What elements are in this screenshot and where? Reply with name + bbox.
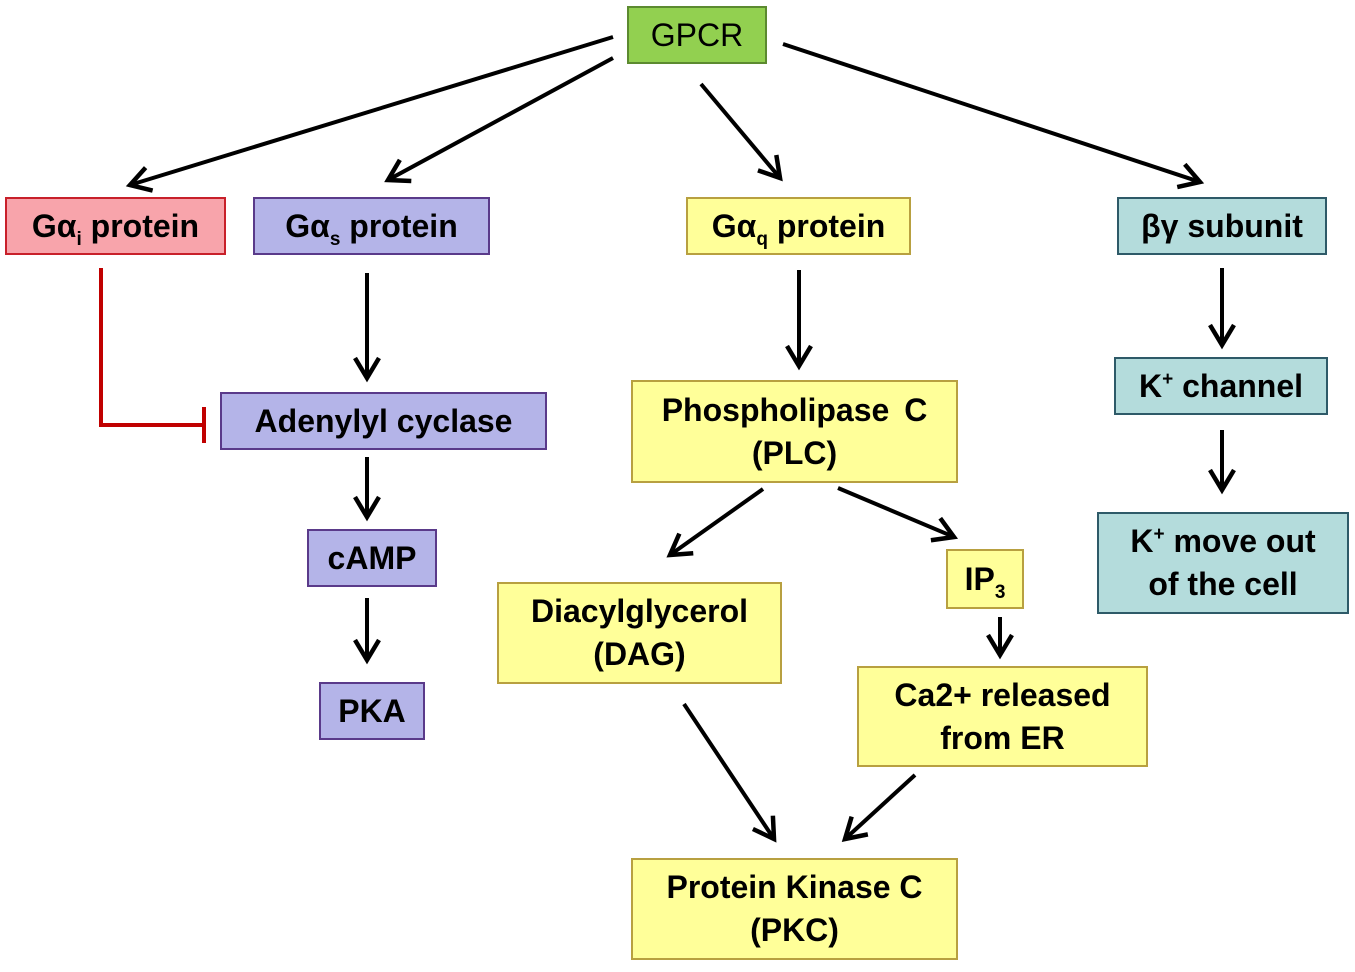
kch-sup: + <box>1162 368 1174 390</box>
ac-label: Adenylyl cyclase <box>254 402 513 439</box>
arrowhead-plc-to-ip3 <box>930 516 959 543</box>
arrow-ca-to-pkc <box>845 773 917 839</box>
node-diacylglycerol: Diacylglycerol (DAG) <box>497 582 782 684</box>
node-camp: cAMP <box>307 529 437 587</box>
kout-sup: + <box>1153 524 1165 545</box>
node-gpcr: GPCR <box>627 6 767 64</box>
gq-post: protein <box>767 207 886 244</box>
node-pka: PKA <box>319 682 425 740</box>
ca-line1: Ca2+ released <box>894 676 1111 713</box>
inhibition-line-gi-to-adenylyl-cyclase <box>99 268 203 427</box>
gi-label: Gαi protein <box>31 205 200 250</box>
ip3-label: IP3 <box>964 558 1006 603</box>
node-g-alpha-i: Gαi protein <box>5 197 226 255</box>
ca-line2: from ER <box>940 719 1065 756</box>
ip3-sub: 3 <box>994 581 1006 603</box>
kout-line1: K+ move out <box>1130 520 1315 563</box>
node-k-channel: K+ channel <box>1114 357 1328 415</box>
node-protein-kinase-c: Protein Kinase C (PKC) <box>631 858 958 960</box>
kch-label: K+ channel <box>1139 365 1303 408</box>
arrow-gpcr-to-bg <box>782 42 1198 183</box>
arrowhead-dag-to-pkc <box>751 815 777 843</box>
kout-post: move out <box>1164 523 1316 559</box>
pkc-line1: Protein Kinase C <box>666 869 923 905</box>
dag-line1: Diacylglycerol <box>531 593 748 629</box>
arrowhead-plc-to-dag <box>666 532 694 558</box>
node-adenylyl-cyclase: Adenylyl cyclase <box>220 392 547 450</box>
plc-line1: Phospholipase C <box>661 391 928 428</box>
node-ip3: IP3 <box>946 549 1024 609</box>
dag-line2: (DAG) <box>593 636 686 672</box>
kout-pre: K <box>1130 523 1154 559</box>
arrowhead-gq-to-plc <box>785 344 813 371</box>
arrowhead-bg-to-kch <box>1208 323 1236 350</box>
kch-post: channel <box>1173 367 1304 404</box>
arrowhead-gpcr-to-bg <box>1176 162 1205 190</box>
gs-pre: Gα <box>285 207 330 244</box>
arrowhead-ac-to-camp <box>353 495 381 522</box>
pkc-line2: (PKC) <box>750 912 839 948</box>
arrowhead-gpcr-to-gq <box>757 154 783 182</box>
ip3-pre: IP <box>964 560 995 597</box>
arrowhead-gs-to-ac <box>353 356 381 383</box>
node-beta-gamma-subunit: βγ subunit <box>1117 197 1327 255</box>
node-phospholipase-c: Phospholipase C (PLC) <box>631 380 958 483</box>
arrowhead-ca-to-pkc <box>841 816 869 842</box>
gq-sub: q <box>756 228 768 250</box>
arrow-dag-to-pkc <box>682 702 774 838</box>
arrow-gpcr-to-gi <box>132 35 614 187</box>
arrow-gpcr-to-gq <box>699 82 780 177</box>
gs-sub: s <box>329 228 341 250</box>
gi-post: protein <box>81 207 200 244</box>
camp-label: cAMP <box>327 539 417 576</box>
arrow-plc-to-dag <box>671 487 765 555</box>
kch-pre: K <box>1138 367 1163 404</box>
gq-pre: Gα <box>711 207 757 244</box>
kout-line2: of the cell <box>1148 566 1298 602</box>
arrow-plc-to-ip3 <box>837 486 953 538</box>
gi-pre: Gα <box>31 207 77 244</box>
arrow-gpcr-to-gs <box>389 56 614 181</box>
arrowhead-ip3-to-ca <box>986 633 1014 660</box>
node-g-alpha-q: Gαq protein <box>686 197 911 255</box>
pka-label: PKA <box>338 692 406 729</box>
node-ca-released: Ca2+ released from ER <box>857 666 1148 767</box>
arrowhead-gpcr-to-gi <box>125 166 154 193</box>
arrowhead-camp-to-pka <box>353 638 381 665</box>
gpcr-label: GPCR <box>650 16 744 53</box>
bg-label: βγ subunit <box>1141 207 1303 244</box>
arrowhead-kch-to-kout <box>1208 468 1236 495</box>
plc-line2: (PLC) <box>751 434 838 471</box>
node-g-alpha-s: Gαs protein <box>253 197 490 255</box>
gs-post: protein <box>340 207 458 244</box>
gs-label: Gαs protein <box>285 205 458 250</box>
arrowhead-gpcr-to-gs <box>384 158 412 184</box>
gi-sub: i <box>76 228 82 250</box>
gq-label: Gαq protein <box>711 205 886 250</box>
